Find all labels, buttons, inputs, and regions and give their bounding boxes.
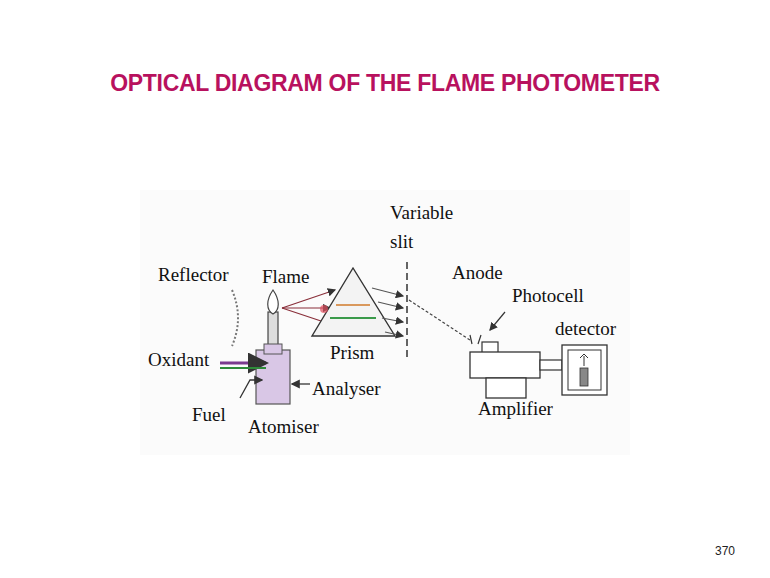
part-label: Flame	[262, 266, 310, 288]
part-label: Reflector	[158, 264, 229, 286]
part-label: Anode	[452, 262, 503, 284]
part-label: Atomiser	[248, 416, 319, 438]
part-label: Prism	[330, 342, 374, 364]
slit-label: Variable slit	[390, 198, 460, 257]
part-label: Photocell	[512, 285, 584, 307]
part-label: Oxidant	[148, 349, 209, 371]
slide-title: OPTICAL DIAGRAM OF THE FLAME PHOTOMETER	[0, 70, 770, 97]
part-label: Fuel	[192, 404, 226, 426]
part-label: Analyser	[312, 378, 381, 400]
page-number: 370	[715, 545, 735, 559]
part-label: Amplifier	[478, 398, 553, 420]
part-label: detector	[555, 318, 616, 340]
